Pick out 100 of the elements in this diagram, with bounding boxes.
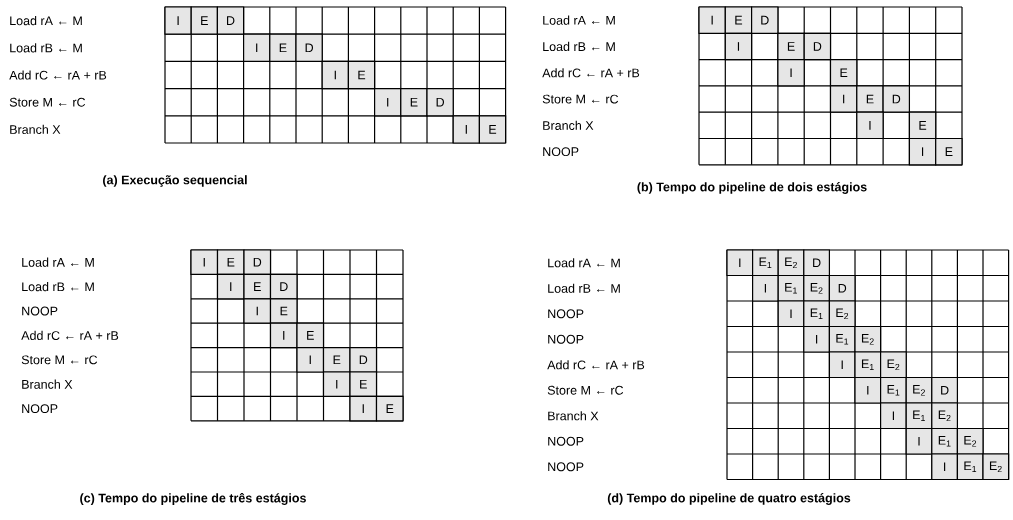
instruction-text: Store M ← rC (547, 385, 624, 395)
stage-cell: E (935, 137, 963, 166)
stage-cell: I (724, 32, 753, 61)
stage-cell: E (269, 33, 297, 62)
stage-cell: I (905, 427, 933, 455)
stage-cell: I (374, 88, 402, 117)
stage-cell: E$_{1}$ (931, 427, 958, 455)
stage-cell: I (777, 59, 805, 87)
stage-cell: I (452, 115, 480, 144)
stage-cell: E$_{2}$ (854, 325, 882, 353)
stage-cell: E$_{1}$ (905, 402, 933, 430)
stage-cell: I (269, 322, 298, 349)
stage-cell: D (931, 376, 958, 404)
instruction-text: Branch X (548, 411, 599, 421)
stage-cell: I (777, 300, 805, 328)
stage-cell: E$_{2}$ (880, 351, 907, 379)
instruction-text: Load rB ← M (22, 282, 94, 292)
stage-cell: I (321, 60, 349, 90)
stage-cell: I (880, 402, 907, 430)
stage-cell: D (751, 6, 779, 34)
stage-cell: E$_{2}$ (931, 402, 958, 430)
stage-cell: I (322, 371, 351, 397)
stage-cell: I (931, 453, 958, 481)
stage-cell: E (829, 59, 858, 87)
stage-cell: E (908, 111, 937, 140)
stage-cell: D (295, 33, 323, 62)
instruction-text: Branch X (22, 379, 73, 389)
stage-cell: E$_{2}$ (956, 427, 984, 455)
stage-cell: E (296, 322, 325, 349)
stage-cell: I (803, 325, 830, 353)
stage-cell: E$_{1}$ (803, 300, 830, 328)
stage-cell: D (828, 274, 856, 302)
instruction-text: Load rB ← M (543, 41, 615, 52)
stage-cell: E$_{1}$ (854, 351, 882, 379)
stage-cell: E (724, 6, 753, 34)
instruction-text: Add rC ← rA + rB (9, 70, 107, 80)
stage-cell: I (296, 347, 325, 373)
instruction-text: Branch X (10, 124, 61, 134)
stage-cell: E (400, 88, 428, 117)
stage-cell: I (216, 273, 245, 300)
instruction-text: Load rA ← M (543, 15, 615, 25)
stage-cell: E$_{1}$ (752, 249, 779, 277)
stage-cell: E (349, 371, 378, 397)
stage-cell: D (243, 249, 272, 275)
instruction-text: Add rC ← rA + rB (547, 360, 645, 370)
stage-cell: E$_{1}$ (880, 376, 907, 404)
stage-cell: I (752, 274, 779, 302)
instruction-text: Add rC ← rA + rB (21, 330, 119, 340)
stage-cell: E (269, 298, 298, 324)
stage-cell: E$_{2}$ (803, 274, 830, 302)
stage-cell: D (349, 347, 378, 373)
stage-cell: E (243, 273, 272, 300)
instruction-text: Branch X (543, 120, 594, 130)
stage-cell: D (269, 273, 298, 300)
stage-cell: E (375, 395, 404, 422)
stage-cell: E (856, 85, 884, 113)
stage-cell: E$_{1}$ (777, 274, 805, 302)
stage-cell: I (854, 376, 882, 404)
instruction-text: NOOP (548, 309, 584, 319)
instruction-text: Store M ← rC (9, 97, 86, 107)
stage-cell: I (856, 111, 884, 140)
stage-cell: E (777, 32, 805, 61)
figure-caption: (b) Tempo do pipeline de dois estágios (637, 182, 867, 194)
stage-cell: D (216, 6, 245, 35)
stage-cell: E$_{2}$ (905, 376, 933, 404)
stage-cell: E (478, 115, 507, 144)
stage-cell: I (243, 298, 272, 324)
stage-cell: D (803, 249, 830, 277)
instruction-text: Store M ← rC (21, 355, 98, 365)
stage-cell: D (803, 32, 832, 61)
figure-caption: (a) Execução sequencial (103, 175, 247, 187)
stage-cell: E$_{2}$ (982, 453, 1010, 481)
stage-cell: E$_{1}$ (956, 453, 984, 481)
instruction-text: NOOP (548, 334, 584, 344)
instruction-text: Load rA ← M (22, 257, 94, 267)
figure-caption: (c) Tempo do pipeline de três estágios (80, 493, 306, 505)
stage-cell: E$_{2}$ (777, 249, 805, 277)
stage-cell: E (190, 6, 218, 35)
stage-cell: I (349, 395, 378, 422)
stage-cell: E$_{2}$ (828, 300, 856, 328)
instruction-text: Add rC ← rA + rB (542, 68, 640, 78)
instruction-text: NOOP (543, 147, 579, 157)
instruction-text: Load rB ← M (548, 283, 620, 293)
stage-cell: I (828, 351, 856, 379)
figure-caption: (d) Tempo do pipeline de quatro estágios (607, 493, 851, 505)
instruction-text: Load rB ← M (10, 43, 82, 53)
stage-cell: I (726, 249, 754, 277)
instruction-text: NOOP (22, 306, 58, 316)
instruction-text: NOOP (548, 462, 584, 472)
stage-cell: E$_{1}$ (828, 325, 856, 353)
stage-cell: I (243, 33, 271, 62)
stage-cell: D (882, 85, 910, 113)
stage-cell: I (908, 137, 937, 166)
instruction-text: NOOP (22, 404, 58, 414)
instruction-text: Load rA ← M (10, 16, 82, 26)
instruction-text: Load rA ← M (548, 258, 620, 268)
instruction-text: NOOP (548, 436, 584, 446)
stage-cell: I (164, 6, 192, 35)
stage-cell: I (829, 85, 858, 113)
stage-cell: E (347, 60, 376, 90)
